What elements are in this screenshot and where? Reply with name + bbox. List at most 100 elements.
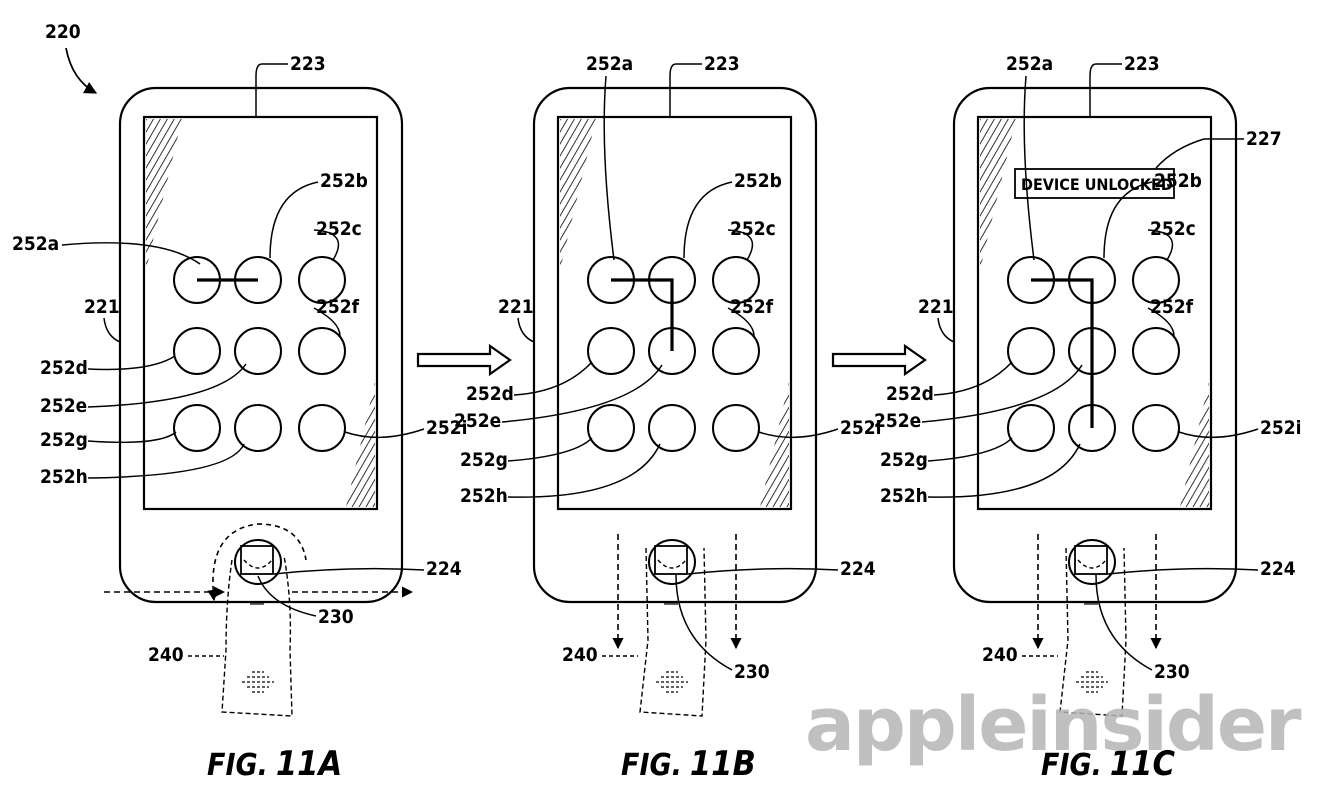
figure-caption: FIG.11C <box>1041 744 1175 784</box>
leader-button <box>273 567 425 575</box>
pattern-node-g <box>173 404 221 452</box>
leader-node-c <box>1147 229 1174 261</box>
leader-node-f <box>1147 307 1175 337</box>
device-housing <box>118 86 404 604</box>
pattern-node-i <box>1132 404 1180 452</box>
transition-arrow-1 <box>416 343 512 377</box>
label-button: 224 <box>840 558 876 580</box>
pattern-node-c <box>298 256 346 304</box>
label-node-e: 252e <box>454 410 501 432</box>
label-node-h: 252h <box>40 466 88 488</box>
leader-housing <box>103 317 121 343</box>
label-node-f: 252f <box>316 296 360 318</box>
leader-node-i <box>344 428 425 439</box>
unlock-notification-text: DEVICE UNLOCKED <box>1021 175 1173 194</box>
pattern-node-f <box>1132 327 1180 375</box>
figure-caption-prefix: FIG. <box>621 748 682 783</box>
figure-caption-number: 11A <box>276 744 342 784</box>
figure-caption-prefix: FIG. <box>207 748 268 783</box>
label-node-b: 252b <box>320 170 368 192</box>
pattern-node-d <box>173 327 221 375</box>
leader-220 <box>65 47 98 94</box>
leader-node-b <box>269 181 319 259</box>
label-housing: 221 <box>918 296 954 318</box>
label-finger: 240 <box>562 644 598 666</box>
label-node-i: 252i <box>426 417 468 439</box>
label-node-a: 252a <box>586 53 633 75</box>
label-finger: 240 <box>148 644 184 666</box>
leader-node-b <box>683 181 733 259</box>
label-finger: 240 <box>982 644 1018 666</box>
label-node-g: 252g <box>880 449 928 471</box>
label-button: 224 <box>426 558 462 580</box>
pattern-node-d <box>1007 327 1055 375</box>
leader-notification <box>1155 138 1244 169</box>
leader-sensor <box>1095 574 1153 671</box>
screen-glare-top-left <box>980 119 1016 270</box>
label-node-c: 252c <box>1150 218 1196 240</box>
label-display: 223 <box>1124 53 1160 75</box>
leader-node-g <box>87 431 177 444</box>
display-screen <box>976 115 1213 511</box>
leader-node-g <box>927 437 1013 462</box>
finger-tip-outline <box>657 559 687 569</box>
label-display: 223 <box>290 53 326 75</box>
screen-glare-bottom-right <box>760 382 789 507</box>
fingerprint-sensor <box>240 545 274 575</box>
leader-node-b <box>1103 181 1153 259</box>
display-screen <box>556 115 793 511</box>
leader-node-f <box>313 307 341 337</box>
finger <box>1059 547 1127 717</box>
leader-node-e <box>501 364 663 423</box>
label-node-f: 252f <box>1150 296 1194 318</box>
pattern-node-d <box>587 327 635 375</box>
leader-node-a <box>61 242 201 265</box>
leader-node-a <box>603 75 615 261</box>
pattern-node-f <box>712 327 760 375</box>
leader-housing <box>937 317 955 343</box>
leader-display <box>255 63 288 117</box>
device-housing <box>532 86 818 604</box>
leader-node-a <box>1023 75 1035 261</box>
label-node-h: 252h <box>880 485 928 507</box>
screen-glare-bottom-right <box>1180 382 1209 507</box>
leader-display <box>669 63 702 117</box>
label-node-e: 252e <box>40 395 87 417</box>
label-node-i: 252i <box>1260 417 1302 439</box>
leader-node-d <box>933 361 1013 396</box>
leader-display <box>1089 63 1122 117</box>
label-node-b: 252b <box>1154 170 1202 192</box>
home-button <box>648 539 696 585</box>
leader-node-h <box>87 443 245 479</box>
swipe-arrow-circular <box>207 523 307 602</box>
screen-glare-top-left <box>146 119 182 270</box>
figure-caption-number: 11B <box>690 744 756 784</box>
label-node-f: 252f <box>730 296 774 318</box>
figure-panel-3: 223221252b252c252f252i252a252d252e252g25… <box>874 53 1302 784</box>
leader-housing <box>517 317 535 343</box>
fingerprint-sensor <box>654 545 688 575</box>
label-node-e: 252e <box>874 410 921 432</box>
pattern-node-g <box>587 404 635 452</box>
leader-node-e <box>921 364 1083 423</box>
label-node-b: 252b <box>734 170 782 192</box>
label-housing: 221 <box>84 296 120 318</box>
finger-tip-outline <box>243 559 273 569</box>
home-button <box>234 539 282 585</box>
label-display: 223 <box>704 53 740 75</box>
fingerprint-sensor <box>1074 545 1108 575</box>
entered-pattern-line <box>611 278 674 351</box>
leader-node-c <box>727 229 754 261</box>
label-housing: 221 <box>498 296 534 318</box>
leader-sensor <box>257 575 317 617</box>
unlock-notification-box <box>1014 168 1175 199</box>
leader-button <box>1107 567 1259 575</box>
label-sensor: 230 <box>318 606 354 628</box>
pattern-node-g <box>1007 404 1055 452</box>
display-screen <box>142 115 379 511</box>
label-node-c: 252c <box>730 218 776 240</box>
pattern-node-c <box>712 256 760 304</box>
finger <box>639 547 707 717</box>
leader-node-d <box>87 355 176 371</box>
